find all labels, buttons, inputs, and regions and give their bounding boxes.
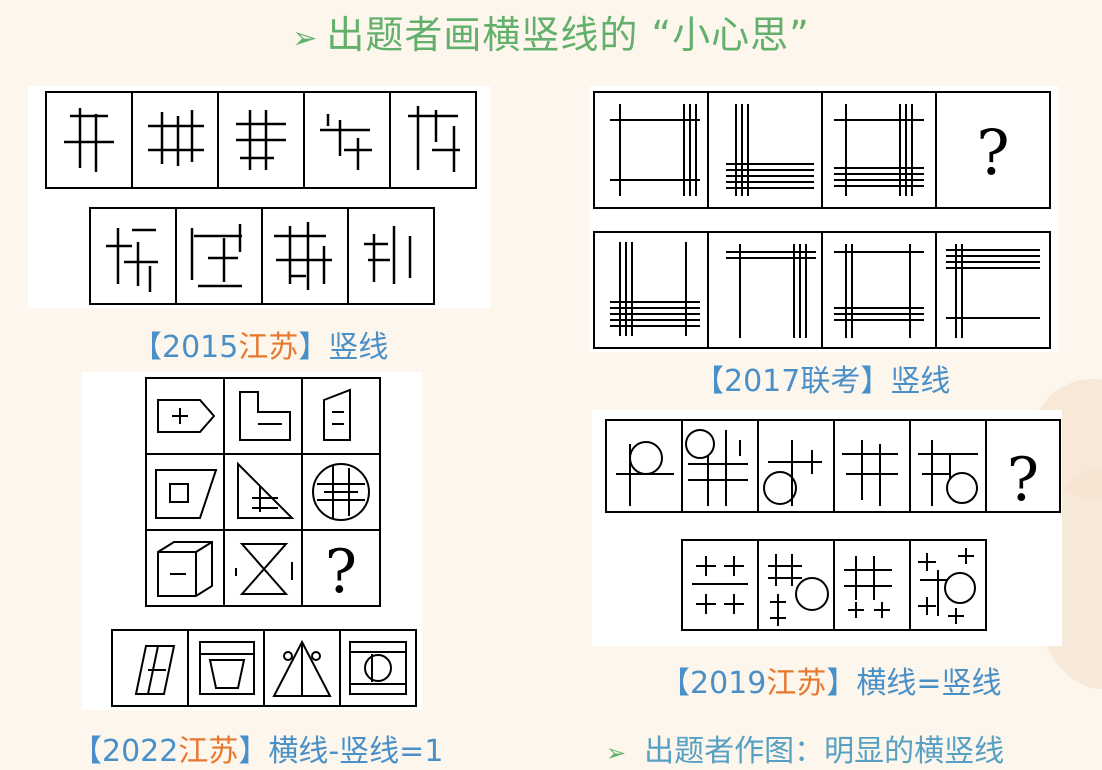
title-text: 出题者画横竖线的 “小心思” (326, 13, 810, 57)
caption-2015: 【2015江苏】竖线 (132, 322, 388, 366)
caption-2019: 【2019江苏】横线=竖线 (660, 658, 1002, 702)
puzzle-2017: ? (590, 86, 1058, 352)
question-mark-2022: ? (325, 537, 357, 607)
caption-2015-highlight: 江苏 (238, 330, 299, 365)
question-mark-2019: ? (1007, 445, 1039, 515)
bullet-arrow-icon: ➢ (606, 739, 627, 767)
bullet-text: 出题者作图：明显的横竖线 (644, 734, 1005, 769)
caption-2022-close: 】横线-竖线=1 (238, 734, 444, 769)
caption-2017: 【2017联考】竖线 (694, 356, 950, 400)
caption-2022: 【2022江苏】横线-竖线=1 (72, 726, 443, 770)
caption-2015-close: 】竖线 (298, 330, 389, 365)
caption-2022-highlight: 江苏 (178, 734, 239, 769)
puzzle-2019: ? (592, 410, 1062, 646)
caption-2019-highlight: 江苏 (766, 666, 827, 701)
caption-2017-text: 【2017联考】竖线 (694, 364, 951, 399)
title-arrow-icon: ➢ (292, 21, 319, 56)
puzzle-2022: ? (82, 372, 422, 710)
puzzle-2015 (28, 86, 490, 308)
caption-2019-open: 【2019 (660, 666, 767, 701)
bullet-point: ➢ 出题者作图：明显的横竖线 (606, 726, 1004, 770)
question-mark-2017: ? (976, 116, 1009, 189)
caption-2022-open: 【2022 (72, 734, 179, 769)
page-title: ➢出题者画横竖线的 “小心思” (0, 4, 1102, 59)
caption-2019-close: 】横线=竖线 (826, 666, 1002, 701)
caption-2015-open: 【2015 (132, 330, 239, 365)
